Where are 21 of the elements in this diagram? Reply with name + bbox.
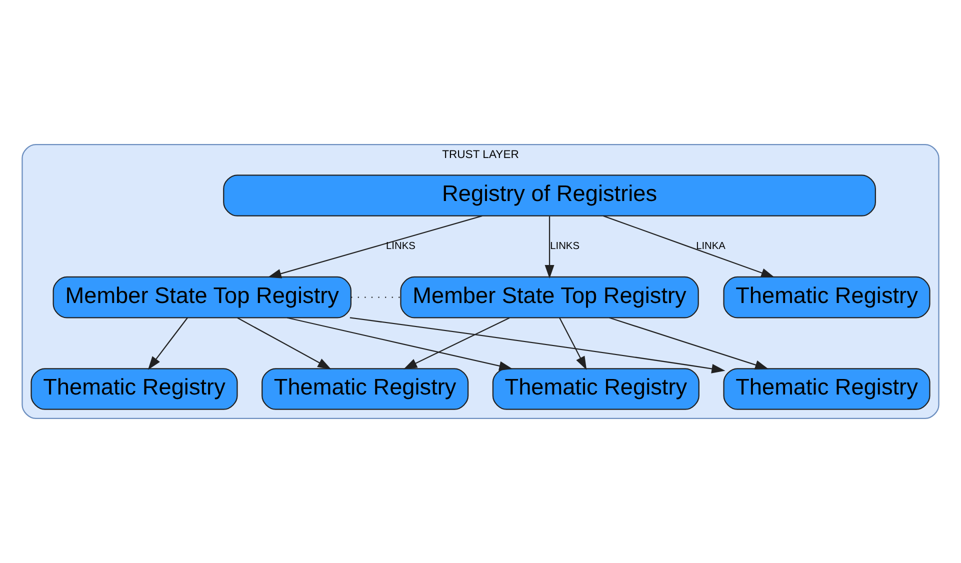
- arrow: [603, 215, 775, 278]
- arrow: [268, 215, 482, 278]
- arrow: [237, 317, 332, 370]
- arrow: [148, 318, 188, 370]
- node-box: Member State Top Registry: [52, 276, 352, 318]
- arrow: [350, 317, 726, 374]
- node-box: Thematic Registry: [262, 368, 469, 410]
- arrow: [286, 317, 513, 371]
- edge-label: LINKA: [696, 240, 726, 252]
- arrow: [544, 216, 554, 279]
- arrow: [609, 317, 769, 370]
- node-box: Thematic Registry: [723, 276, 930, 318]
- arrow: [559, 318, 587, 370]
- arrow: [403, 317, 510, 370]
- node-box: Thematic Registry: [723, 368, 930, 410]
- node-box: Thematic Registry: [492, 368, 700, 410]
- edge-label: LINKS: [386, 240, 416, 252]
- node-box: Registry of Registries: [223, 174, 876, 216]
- node-box: Member State Top Registry: [400, 276, 699, 318]
- node-box: Thematic Registry: [30, 368, 238, 410]
- edge-label: LINKS: [550, 240, 580, 252]
